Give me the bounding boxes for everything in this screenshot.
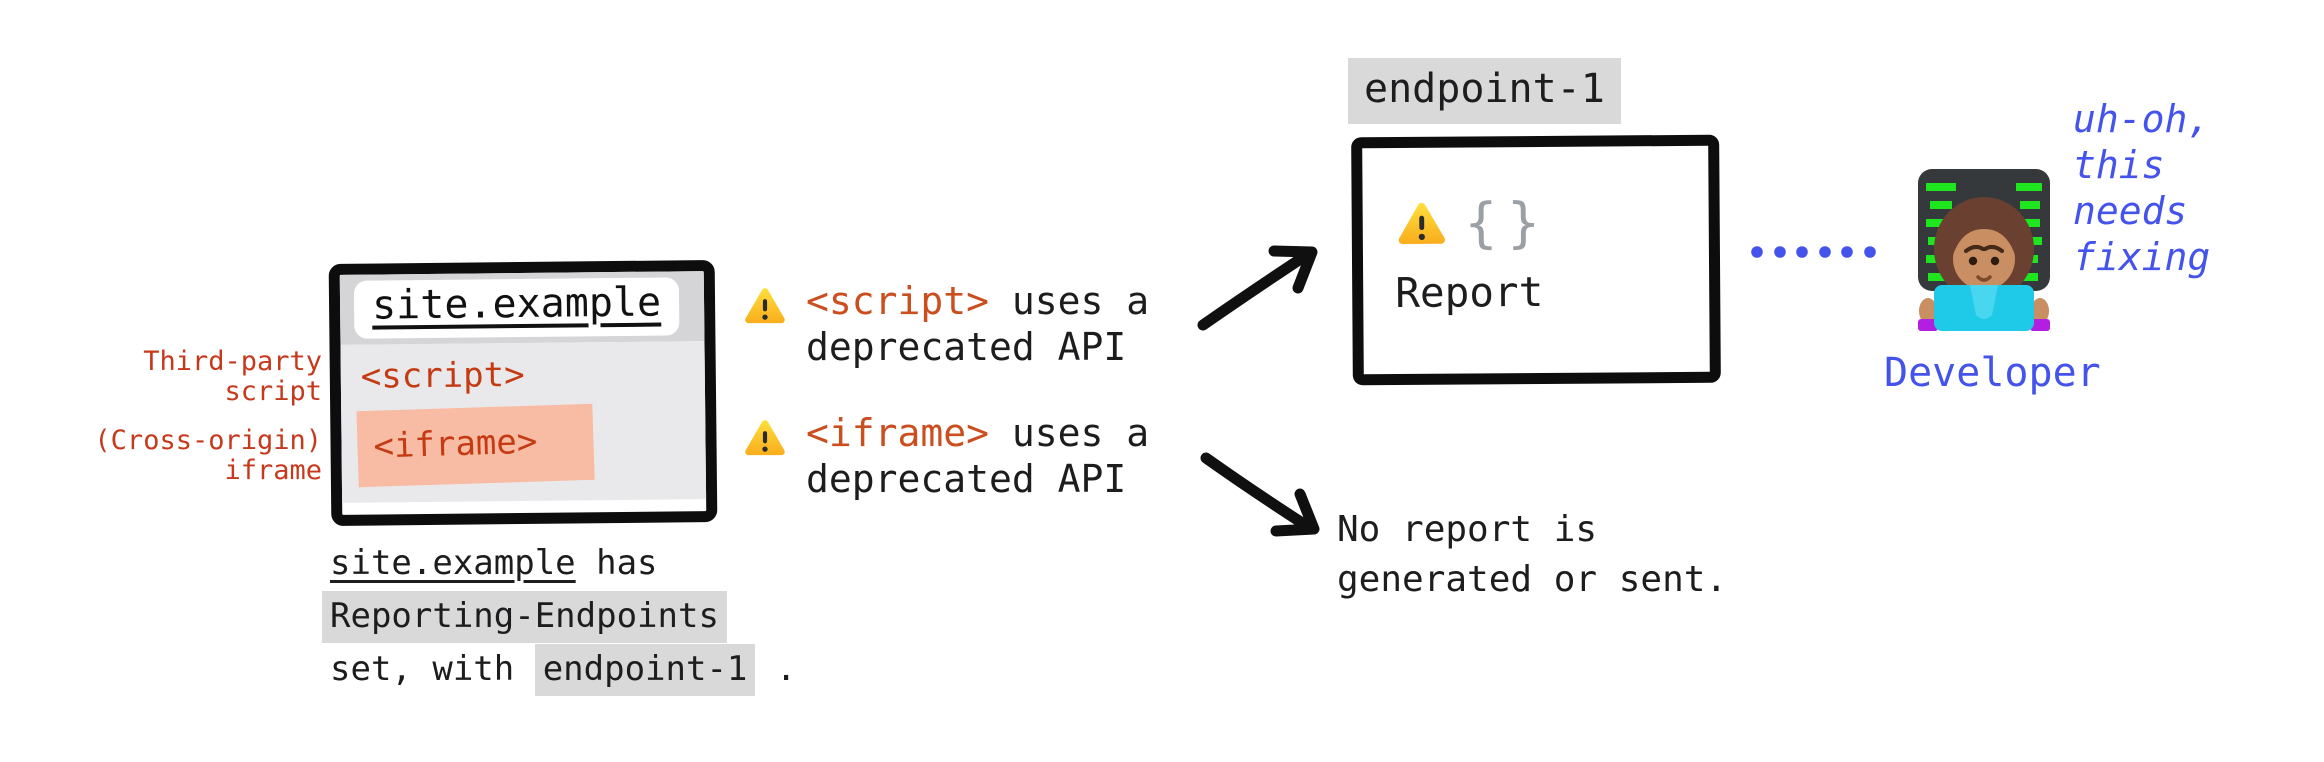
iframe-highlight: <iframe>: [356, 403, 595, 488]
third-party-script-label: Third-party script: [143, 346, 322, 407]
hand: [2031, 298, 2049, 324]
caption-period: .: [755, 649, 797, 689]
warning-icon: [742, 415, 788, 461]
warning-iframe-text: <iframe> uses a deprecated API: [806, 410, 1149, 502]
caption-set-with: set, with: [330, 649, 535, 689]
warning-rest-text: uses a: [989, 411, 1150, 455]
browser-window: site.example <script> <iframe>: [328, 259, 718, 527]
eye: [1990, 256, 2000, 266]
sleeve: [1918, 319, 1938, 331]
arrow-to-endpoint: [1197, 245, 1318, 331]
caption-header-name: Reporting-Endpoints: [322, 591, 727, 643]
report-endpoint-box: {} Report: [1351, 134, 1721, 386]
cross-origin-iframe-label: (Cross-origin) iframe: [94, 425, 322, 486]
warning-rest-text: uses a: [989, 279, 1150, 323]
developer-label: Developer: [1884, 350, 2101, 396]
caption-line-3: set, with endpoint-1 .: [330, 644, 797, 696]
script-tag-text: <script>: [806, 279, 990, 323]
warning-script-text: <script> uses a deprecated API: [806, 278, 1149, 370]
caption: site.example has Reporting-Endpoints set…: [322, 541, 797, 700]
face: [1953, 228, 2015, 290]
arrow-to-no-report: [1200, 452, 1320, 537]
endpoint-label: endpoint-1: [1348, 58, 1621, 124]
no-report-text: No report is generated or sent.: [1337, 509, 1728, 600]
eye: [1968, 256, 1978, 266]
script-element-text: <script>: [360, 354, 525, 397]
warning-icon: [1395, 196, 1449, 250]
developer-thought-text: uh-oh, this needs fixing: [2073, 97, 2211, 279]
dotted-connector: [1751, 246, 1876, 258]
caption-line-1: site.example has: [330, 541, 796, 585]
mouth: [1976, 275, 1992, 282]
warning-line2-text: deprecated API: [806, 457, 1127, 501]
report-icon-row: {}: [1395, 190, 1709, 255]
browser-address-bar: site.example: [339, 271, 705, 345]
eyebrows: [1964, 244, 2004, 253]
warning-iframe-deprecated: <iframe> uses a deprecated API: [742, 410, 1149, 502]
sleeve: [2030, 319, 2050, 331]
address-pill: site.example: [353, 277, 680, 339]
hair-fringe: [1953, 215, 2015, 255]
iframe-element-text: <iframe>: [372, 421, 538, 467]
caption-has: has: [575, 543, 658, 583]
browser-page-body: <script> <iframe>: [340, 341, 707, 503]
caption-site: site.example: [330, 543, 576, 583]
caption-endpoint: endpoint-1: [534, 644, 756, 696]
iframe-tag-text: <iframe>: [806, 411, 990, 455]
site-url: site.example: [371, 279, 662, 329]
woman-technologist-emoji: [1918, 169, 2050, 331]
warning-script-deprecated: <script> uses a deprecated API: [742, 278, 1149, 370]
warning-line2-text: deprecated API: [806, 325, 1127, 369]
json-braces: {}: [1464, 190, 1550, 255]
report-label: Report: [1395, 267, 1544, 317]
hand: [1919, 298, 1937, 324]
laptop-sheen: [1970, 285, 1998, 319]
caption-line-2: Reporting-Endpoints: [322, 591, 796, 643]
warning-icon: [742, 283, 788, 329]
